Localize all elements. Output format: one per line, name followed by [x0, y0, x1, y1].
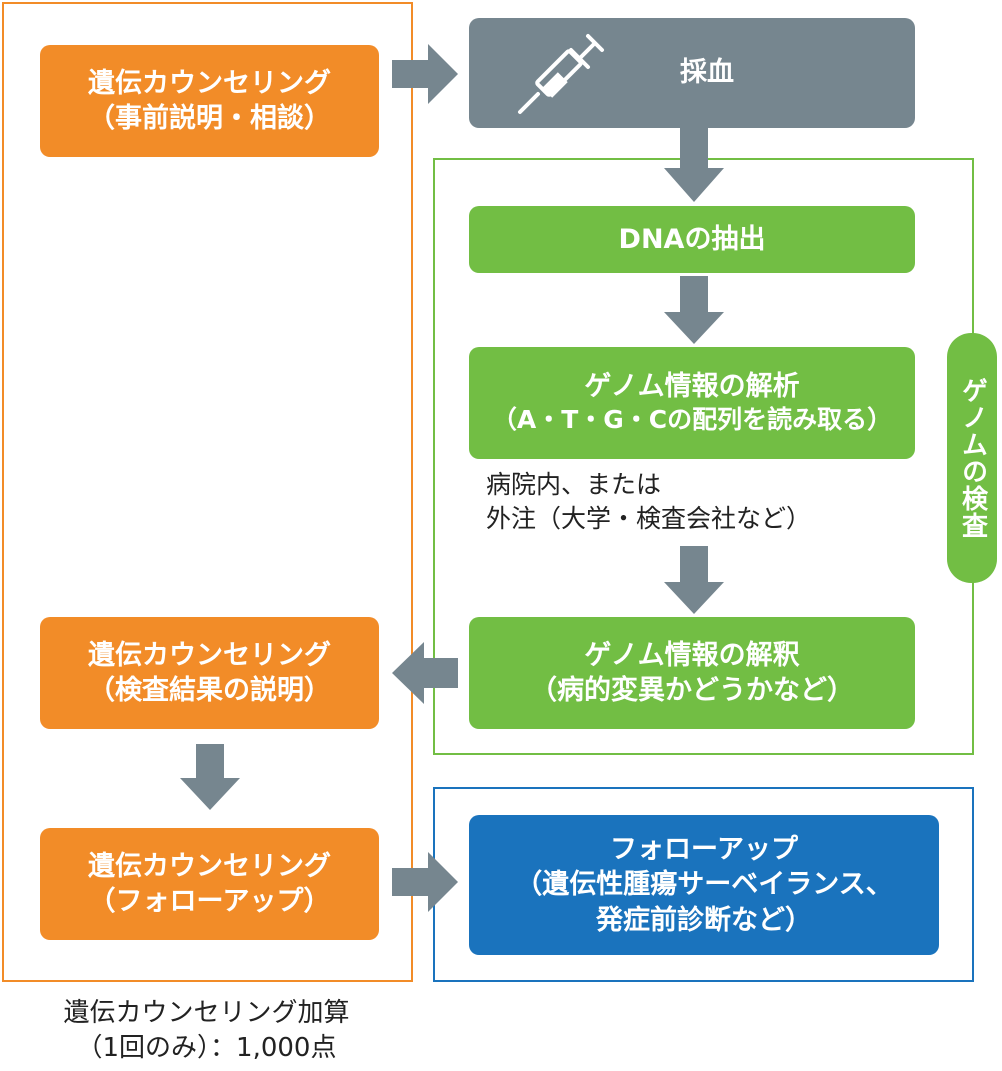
counseling-result-subtitle: （検査結果の説明） [88, 675, 331, 706]
followup-title: フォローアップ [610, 834, 798, 866]
analysis-location-note: 病院内、または 外注（大学・検査会社など） [486, 468, 811, 536]
genome-interpretation-box: ゲノム情報の解釈 （病的変異かどうかなど） [469, 617, 915, 729]
counseling-pre-title: 遺伝カウンセリング [88, 67, 331, 99]
counseling-fee-note: 遺伝カウンセリング加算 （1回のみ）：1,000点 [0, 996, 413, 1066]
followup-line3: 発症前診断など） [596, 904, 812, 936]
followup-box: フォローアップ （遺伝性腫瘍サーベイランス、 発症前診断など） [469, 815, 939, 955]
dna-extraction-box: DNAの抽出 [469, 206, 915, 273]
genome-analysis-box: ゲノム情報の解析 （A・T・G・Cの配列を読み取る） [469, 347, 915, 459]
counseling-pre-subtitle: （事前説明・相談） [88, 103, 331, 134]
syringe-icon [518, 34, 604, 114]
blood-draw-label: 採血 [680, 57, 734, 89]
counseling-result-box: 遺伝カウンセリング （検査結果の説明） [40, 617, 379, 729]
counseling-follow-subtitle: （フォローアップ） [88, 886, 331, 917]
location-line2: 外注（大学・検査会社など） [486, 503, 812, 533]
genome-analysis-title: ゲノム情報の解析 [584, 371, 800, 403]
genome-test-label: ゲノムの検査 [947, 333, 997, 583]
blood-draw-box: 採血 [469, 18, 915, 128]
followup-line2: （遺伝性腫瘍サーベイランス、 [515, 869, 893, 901]
counseling-pre-box: 遺伝カウンセリング （事前説明・相談） [40, 45, 379, 157]
genome-interpretation-title: ゲノム情報の解釈 [584, 639, 800, 671]
genome-test-label-text: ゲノムの検査 [957, 377, 988, 539]
dna-extraction-label: DNAの抽出 [618, 223, 766, 255]
genome-analysis-subtitle: （A・T・G・Cの配列を読み取る） [491, 405, 893, 435]
counseling-frame [2, 2, 413, 982]
counseling-follow-box: 遺伝カウンセリング （フォローアップ） [40, 828, 379, 940]
fee-note-line1: 遺伝カウンセリング加算 [63, 998, 350, 1028]
fee-note-line2: （1回のみ）：1,000点 [76, 1033, 337, 1064]
counseling-result-title: 遺伝カウンセリング [88, 639, 331, 671]
counseling-follow-title: 遺伝カウンセリング [88, 850, 331, 882]
genome-interpretation-subtitle: （病的変異かどうかなど） [530, 675, 854, 706]
location-line1: 病院内、または [486, 470, 662, 499]
